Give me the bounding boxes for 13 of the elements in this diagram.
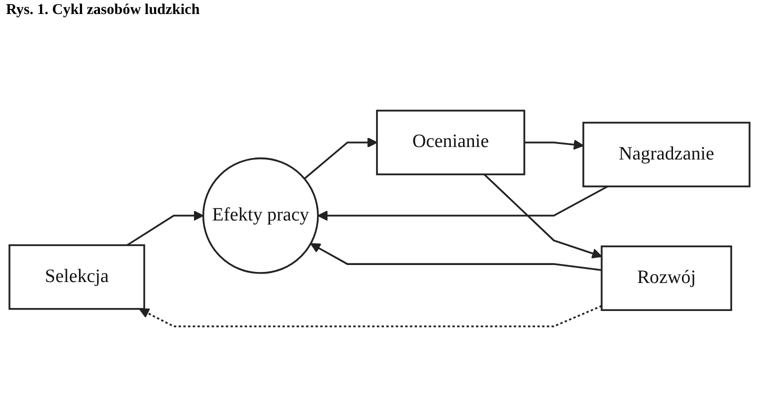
arrow	[317, 186, 608, 221]
node-box: Ocenianie	[376, 110, 526, 176]
arrow	[310, 243, 602, 271]
arrow	[138, 305, 602, 328]
node-box: Selekcja	[8, 244, 146, 310]
node-box: Nagradzanie	[582, 122, 750, 188]
figure-title: Rys. 1. Cykl zasobów ludzkich	[6, 2, 200, 19]
arrow	[524, 139, 584, 150]
arrow	[126, 210, 204, 246]
node-box: Rozwój	[600, 245, 732, 311]
arrow	[304, 137, 378, 180]
node-circle: Efekty pracy	[202, 157, 319, 274]
arrow	[484, 174, 602, 258]
